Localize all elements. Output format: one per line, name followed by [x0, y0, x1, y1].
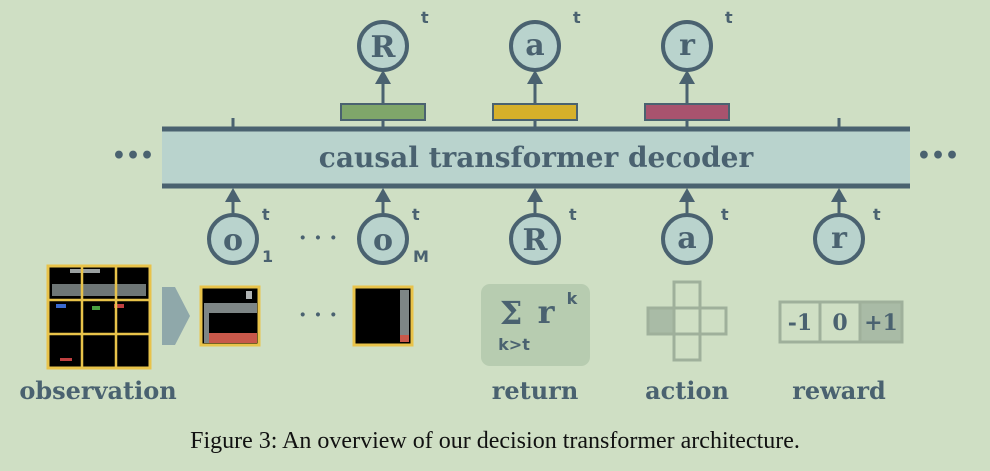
output-R: R t: [340, 8, 429, 129]
action-cross: [646, 280, 728, 362]
input-node-oM: [357, 213, 409, 265]
return-box: Σ r k k>t: [481, 284, 590, 366]
tile-dots: · · ·: [299, 302, 337, 328]
game-paddle: [60, 358, 72, 361]
input-node-o1-symbol: o: [223, 223, 243, 258]
game-wall: [52, 284, 146, 296]
input-node-r-sup: t: [873, 205, 881, 224]
output-bar-r: [644, 103, 730, 121]
arrow-head: [375, 70, 391, 84]
arrow-head: [225, 188, 241, 202]
input-node-R-sup: t: [569, 205, 577, 224]
decoder-label: causal transformer decoder: [319, 141, 755, 174]
input-oM: o t M: [357, 188, 429, 266]
patch-bricks: [209, 333, 257, 343]
input-R: R t: [509, 188, 577, 265]
arrow-head: [527, 188, 543, 202]
output-node-R-symbol: R: [371, 30, 397, 65]
action-left: [646, 306, 676, 336]
game-brick: [114, 304, 124, 308]
ellipsis-left: •••: [112, 143, 154, 169]
output-node-a-symbol: a: [525, 28, 544, 63]
sum-r: r: [538, 293, 556, 331]
game-brick: [56, 304, 66, 308]
patch-arrow: [162, 287, 190, 345]
label-observation: observation: [19, 376, 176, 405]
patch-score: [246, 291, 252, 299]
patch-wall: [204, 303, 257, 313]
input-node-a-symbol: a: [677, 221, 696, 256]
label-return: return: [492, 376, 579, 405]
input-dots: · · ·: [299, 225, 337, 251]
action-right: [698, 306, 728, 336]
output-a: a t: [492, 8, 581, 129]
output-node-R-sup: t: [421, 8, 429, 27]
reward-value: +1: [864, 310, 898, 336]
game-brick: [92, 306, 100, 310]
sum-k: k: [567, 289, 578, 308]
action-up: [672, 280, 702, 310]
input-o1: o t 1: [207, 188, 273, 266]
reward-value: -1: [788, 310, 812, 336]
input-node-r-symbol: r: [831, 221, 848, 256]
output-node-r: [661, 20, 713, 72]
action-down: [672, 332, 702, 362]
input-node-R: [509, 213, 561, 265]
input-r: r t: [813, 188, 881, 265]
input-node-o1-sub: 1: [262, 247, 273, 266]
input-a: a t: [661, 188, 729, 265]
observation-frame: [46, 264, 152, 370]
patch-bricks: [400, 335, 409, 342]
arrow-head: [375, 188, 391, 202]
patch-wall: [204, 313, 209, 343]
patch-tile-first: [199, 285, 261, 347]
output-node-R: [357, 20, 409, 72]
input-node-oM-symbol: o: [373, 223, 393, 258]
patch-tile-last: [352, 285, 414, 347]
reward-value: 0: [832, 310, 847, 336]
output-r: r t: [644, 8, 733, 129]
ellipsis-right: •••: [917, 143, 959, 169]
input-node-o1-sup: t: [262, 205, 270, 224]
decoder-block: causal transformer decoder ••• •••: [112, 118, 959, 189]
output-node-a: [509, 20, 561, 72]
patch-wall: [400, 290, 409, 342]
output-bar-a: [492, 103, 578, 121]
sum-symbol: Σ: [500, 294, 523, 332]
label-action: action: [645, 376, 729, 405]
input-node-r: [813, 213, 865, 265]
decoder-body: [162, 129, 910, 186]
output-node-r-sup: t: [725, 8, 733, 27]
input-node-oM-sup: t: [412, 205, 420, 224]
action-center: [672, 306, 702, 336]
output-node-r-symbol: r: [679, 28, 696, 63]
arrow-head: [679, 188, 695, 202]
game-score: [70, 269, 100, 273]
figure-caption: Figure 3: An overview of our decision tr…: [190, 428, 800, 454]
arrow-head: [831, 188, 847, 202]
output-bar-R: [340, 103, 426, 121]
input-node-o1: [207, 213, 259, 265]
arrow-head: [679, 70, 695, 84]
output-node-a-sup: t: [573, 8, 581, 27]
sum-subscript: k>t: [498, 335, 530, 354]
arrow-head: [527, 70, 543, 84]
observation-image: [46, 264, 152, 370]
input-node-R-symbol: R: [523, 223, 549, 258]
reward-cell-selected: [858, 300, 904, 344]
input-node-oM-sub: M: [413, 247, 429, 266]
return-formula-bg: [481, 284, 590, 366]
label-reward: reward: [792, 376, 886, 405]
input-node-a: [661, 213, 713, 265]
reward-values: -1 0 +1: [778, 300, 904, 344]
input-node-a-sup: t: [721, 205, 729, 224]
